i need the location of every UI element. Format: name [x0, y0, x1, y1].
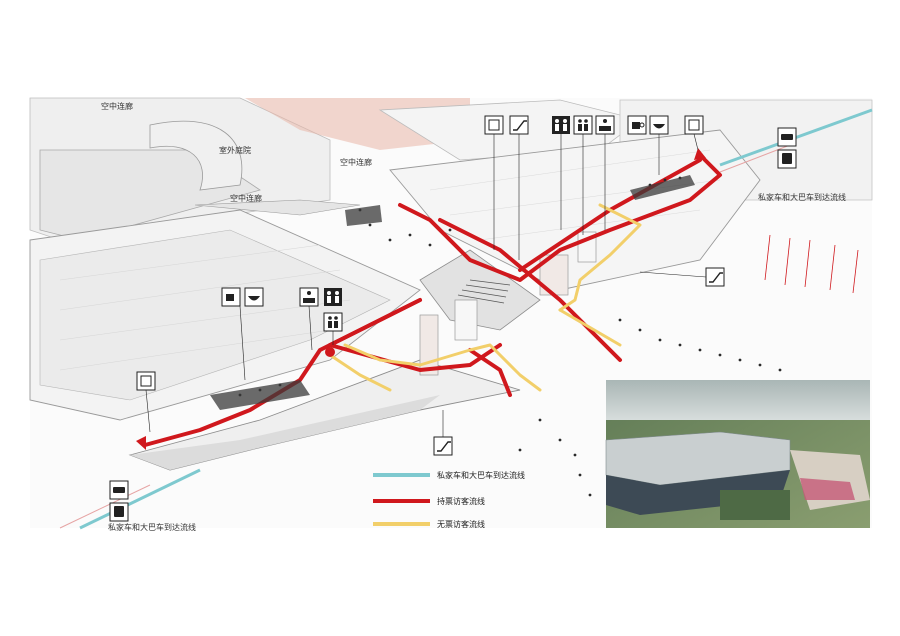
legend-label-vehicle: 私家车和大巴车到达流线 — [437, 470, 525, 480]
tower-1 — [419, 314, 439, 376]
label-outdoor-courtyard: 室外庭院 — [219, 145, 251, 155]
label-car-bus-route-left: 私家车和大巴车到达流线 — [108, 522, 196, 532]
toilet-icon — [573, 115, 593, 235]
icon-group-right — [639, 127, 797, 287]
dining-areas — [210, 175, 695, 410]
bus-icon — [109, 502, 129, 522]
toilet-icon — [323, 312, 343, 345]
legend-label-ticketed: 持票访客流线 — [437, 496, 485, 506]
label-sky-corridor-mid: 空中连廊 — [340, 157, 372, 167]
car-icon — [109, 480, 129, 500]
icon-group-top — [484, 115, 704, 260]
toilet-icon — [324, 288, 342, 306]
route-arrows — [136, 148, 706, 450]
bus-icon — [777, 149, 797, 169]
legend-label-non-ticketed: 无票访客流线 — [437, 519, 485, 529]
food-bowl-icon — [244, 287, 264, 307]
elevator-icon — [484, 115, 504, 250]
label-sky-corridor-left: 空中连廊 — [230, 193, 262, 203]
central-plaza — [419, 249, 541, 331]
ticket-counter-icon — [595, 115, 615, 230]
building-left-roof — [39, 229, 391, 401]
coffee-icon — [627, 115, 647, 135]
non-ticketed-visitor-route — [328, 203, 642, 392]
tower-2 — [454, 299, 478, 341]
ticket-counter-icon — [299, 287, 319, 351]
roof-grid-left — [59, 244, 351, 371]
car-icon — [777, 127, 797, 147]
icon-group-left — [109, 287, 453, 522]
coffee-icon — [221, 287, 246, 381]
central-stairs — [457, 279, 511, 304]
escalator-icon — [433, 410, 453, 456]
toilet-icon — [552, 116, 570, 230]
site-poles — [764, 234, 859, 294]
elevator-icon — [684, 115, 704, 151]
sky-corridor-bridge — [194, 199, 361, 216]
sky-corridor-left — [149, 120, 243, 191]
escalator-icon — [509, 115, 529, 260]
label-sky-corridor-top: 空中连廊 — [101, 101, 133, 111]
aerial-photo — [605, 380, 870, 528]
legend: 私家车和大巴车到达流线 持票访客流线 无票访客流线 — [373, 470, 525, 529]
escalator-icon — [639, 267, 725, 287]
food-bowl-icon — [649, 115, 669, 175]
elevator-icon — [136, 371, 156, 433]
label-car-bus-route-right: 私家车和大巴车到达流线 — [758, 192, 846, 202]
lower-platform-edge — [130, 395, 440, 470]
